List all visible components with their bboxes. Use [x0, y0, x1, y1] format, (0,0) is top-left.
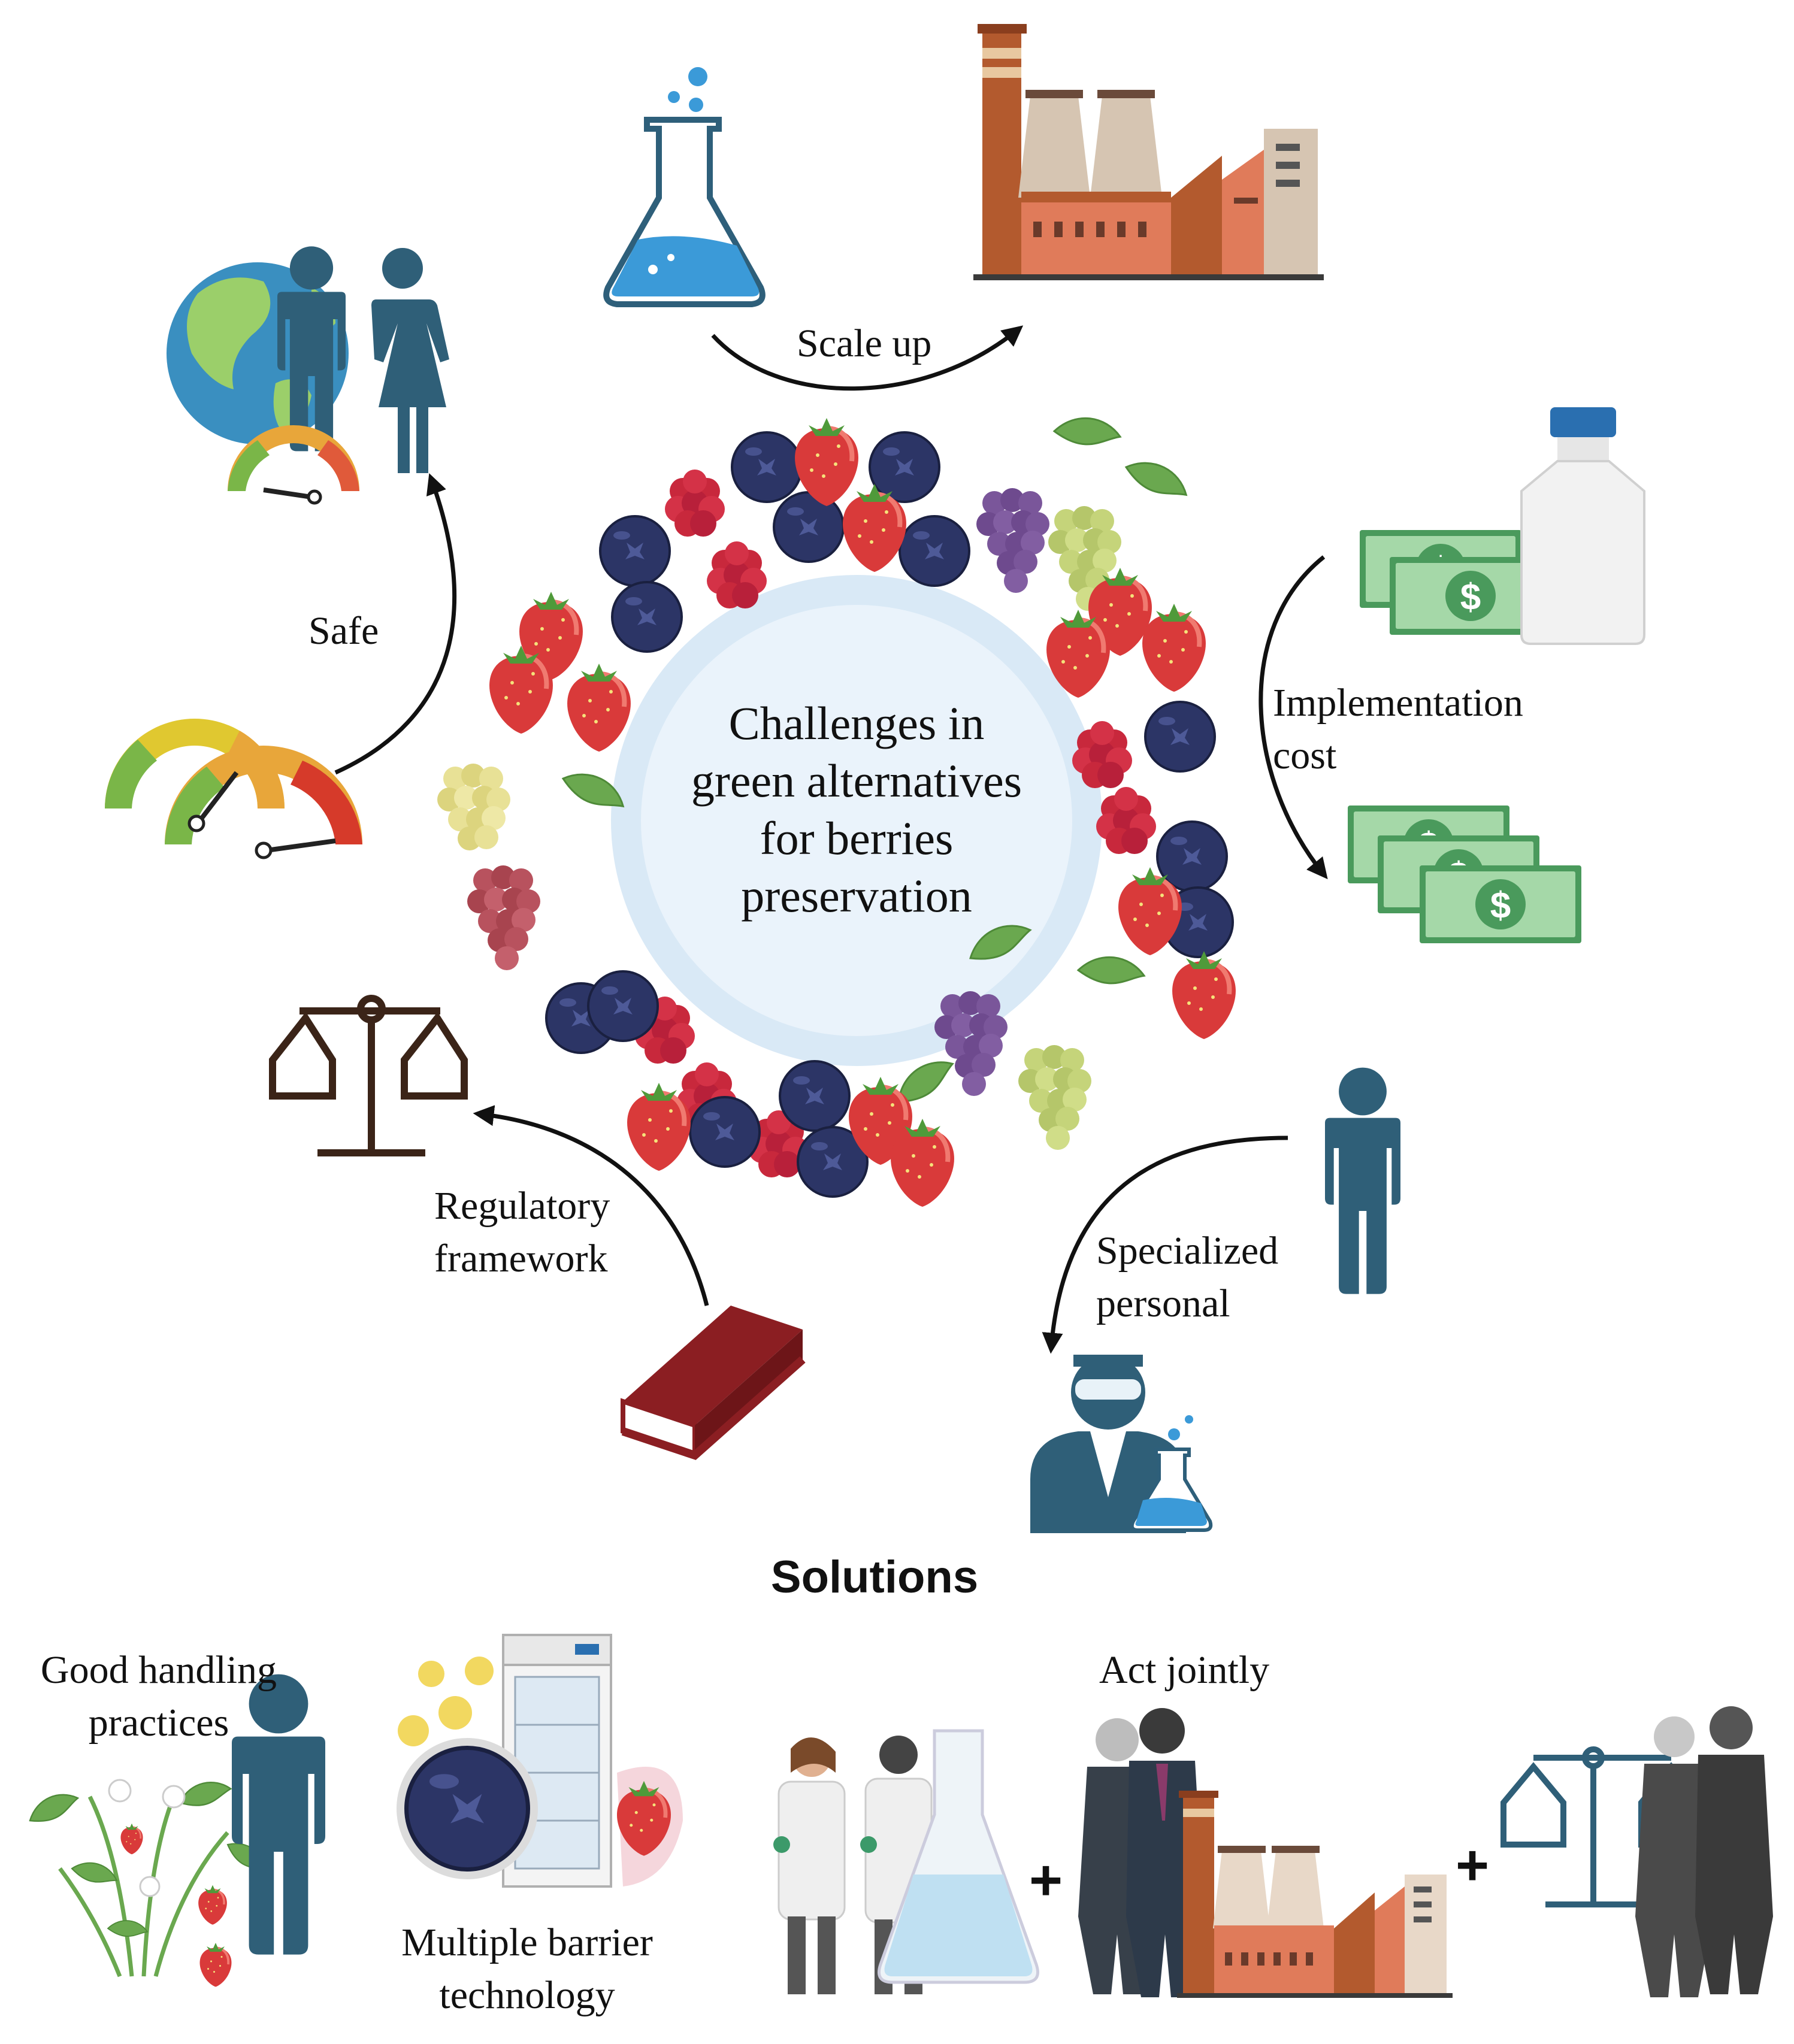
- label-good-handling-line-2: practices: [88, 1701, 229, 1745]
- label-act-jointly: Act jointly: [1099, 1648, 1270, 1692]
- label-implementation-cost: Implementation cost: [1273, 677, 1523, 782]
- blueberry-icon: [397, 1738, 538, 1879]
- person-icon: [1325, 1067, 1400, 1294]
- factory-icon-solution: [1177, 1791, 1453, 1998]
- label-good-handling-line-1: Good handling: [40, 1648, 277, 1692]
- factory-icon: [973, 24, 1324, 280]
- center-title-line-4: preservation: [741, 870, 972, 922]
- strawberry-plant-icon: [24, 1777, 273, 1988]
- scientist-icon: [1030, 1355, 1213, 1533]
- label-regulatory-framework-line-2: framework: [434, 1237, 608, 1280]
- solutions-title: Solutions: [770, 1552, 979, 1603]
- people-icon: [277, 246, 449, 473]
- label-good-handling: Good handling practices: [12, 1644, 305, 1749]
- berry-wreath: [437, 411, 1236, 1207]
- arrow-regulatory: [473, 1105, 709, 1306]
- label-implementation-cost-line-1: Implementation: [1273, 681, 1523, 725]
- gauge-icon: [105, 425, 362, 859]
- label-specialized-personal: Specialized personal: [1096, 1225, 1278, 1330]
- scale-icon: [269, 995, 468, 1156]
- arrow-safe: [334, 473, 457, 775]
- plus-sign-1: +: [1029, 1848, 1063, 1912]
- lawyers-icon: [1500, 1706, 1773, 1997]
- flask-icon: [603, 67, 766, 307]
- plus-sign-2: +: [1456, 1833, 1490, 1897]
- cycle-arrows: [334, 325, 1328, 1354]
- label-regulatory-framework: Regulatory framework: [434, 1180, 610, 1285]
- researchers-icon: [773, 1729, 1039, 1994]
- arrow-specialized-personal: [1042, 1135, 1288, 1354]
- label-specialized-personal-line-1: Specialized: [1096, 1229, 1279, 1273]
- arrow-implementation-cost: [1258, 555, 1328, 880]
- label-safe: Safe: [308, 609, 379, 653]
- label-regulatory-framework-line-1: Regulatory: [434, 1184, 610, 1228]
- label-specialized-personal-line-2: personal: [1096, 1282, 1230, 1325]
- label-scale-up: Scale up: [797, 322, 932, 365]
- arrow-scale-up: [711, 325, 1024, 391]
- center-title-line-3: for berries: [760, 812, 954, 864]
- center-title-line-2: green alternatives: [691, 755, 1022, 807]
- label-multiple-barrier-line-1: Multiple barrier: [401, 1921, 653, 1964]
- center-title-line-1: Challenges in: [728, 697, 985, 749]
- label-multiple-barrier: Multiple barrier technology: [365, 1916, 689, 2022]
- label-implementation-cost-line-2: cost: [1273, 734, 1337, 777]
- bottle-icon: [1520, 407, 1645, 645]
- label-multiple-barrier-line-2: technology: [439, 1973, 615, 2017]
- center-title: Challenges in green alternatives for ber…: [623, 695, 1090, 925]
- book-icon: [621, 1306, 806, 1460]
